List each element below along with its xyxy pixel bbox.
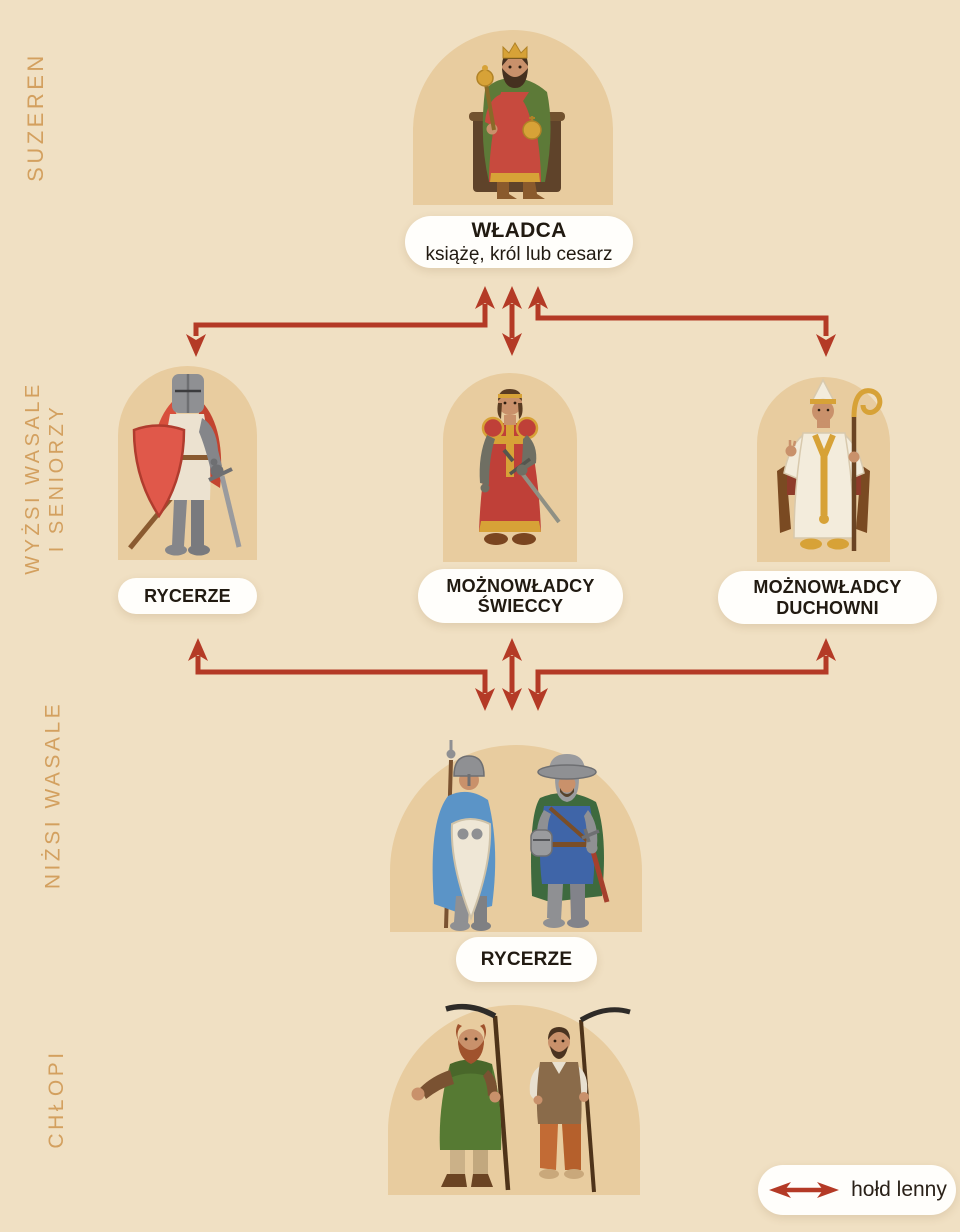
secular-magnate-illustration <box>479 389 561 545</box>
node-rycerze-gorni: RYCERZE <box>118 578 257 614</box>
two-knights-illustration <box>432 740 610 931</box>
row-label-wyzsi-wasale: WYŻSI WASALE I SENIORZY <box>22 381 70 575</box>
node-rycerze-gorni-title: RYCERZE <box>144 585 231 606</box>
node-swieccy-line2: ŚWIECCY <box>477 596 564 616</box>
king-on-throne-illustration <box>469 42 565 199</box>
node-swieccy-line1: MOŻNOWŁADCY <box>446 575 595 596</box>
arch-chlopi <box>388 1005 640 1195</box>
row-label-chlopi: CHŁOPI <box>44 1049 68 1149</box>
arrow-rycerze-dolni-duchowni <box>528 638 836 711</box>
legend-label: hołd lenny <box>851 1178 947 1201</box>
arrow-rycerze-dolni-rycerze <box>188 638 495 711</box>
knight-with-red-shield-illustration <box>128 374 242 556</box>
arrow-rycerze-dolni-swieccy <box>502 638 522 711</box>
bishop-with-crozier-illustration <box>777 378 883 551</box>
row-label-wyzsi-line1: WYŻSI WASALE <box>22 381 45 575</box>
two-peasants-illustration <box>411 1003 631 1193</box>
arrow-wladca-swieccy <box>502 286 522 356</box>
node-duchowni-line1: MOŻNOWŁADCY <box>753 577 902 598</box>
node-wladca-title: WŁADCA <box>471 219 567 243</box>
row-label-suzeren: SUZEREN <box>23 52 49 182</box>
node-rycerze-dolni: RYCERZE <box>456 937 597 982</box>
row-label-wyzsi-line2: I SENIORZY <box>46 403 68 553</box>
node-wladca-subtitle: książę, król lub cesarz <box>425 243 613 265</box>
node-duchowni-line2: DUCHOWNI <box>776 597 879 618</box>
legend-hold-lenny: hołd lenny <box>758 1165 956 1215</box>
row-label-nizsi-wasale: NIŻSI WASALE <box>41 700 65 890</box>
double-arrow-icon <box>769 1182 840 1198</box>
arrow-wladca-duchowni <box>528 286 836 357</box>
node-wladca: WŁADCA książę, król lub cesarz <box>405 216 633 268</box>
node-duchowni: MOŻNOWŁADCY DUCHOWNI <box>718 571 937 624</box>
arrow-wladca-rycerze <box>186 286 495 357</box>
node-swieccy: MOŻNOWŁADCY ŚWIECCY <box>418 569 623 623</box>
node-rycerze-dolni-title: RYCERZE <box>480 948 573 970</box>
